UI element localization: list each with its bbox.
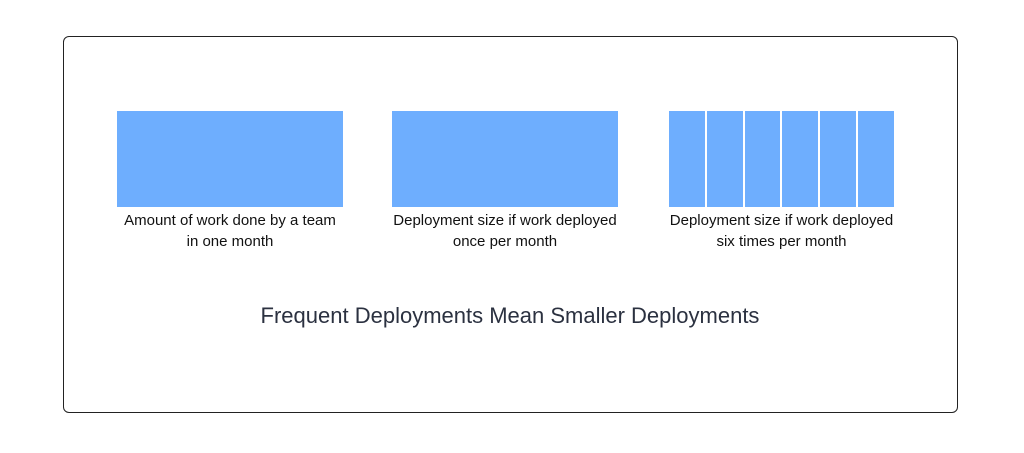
diagram-title: Frequent Deployments Mean Smaller Deploy… [260, 303, 760, 328]
monthly-work-caption: Amount of work done by a team in one mon… [124, 212, 336, 250]
diagram-frame [63, 36, 958, 413]
single-deployment-block [392, 111, 618, 207]
single-deployment-caption: Deployment size if work deployed once pe… [393, 212, 617, 250]
deployment-segment [858, 111, 894, 207]
six-deployments-caption: Deployment size if work deployed six tim… [669, 212, 894, 250]
deployment-segment [669, 111, 705, 207]
deployment-segment [782, 111, 819, 207]
six-deployments-block [669, 111, 894, 207]
deployment-segment [820, 111, 857, 207]
monthly-work-block [117, 111, 343, 207]
deployment-segment [744, 111, 781, 207]
deployment-segment [706, 111, 743, 207]
